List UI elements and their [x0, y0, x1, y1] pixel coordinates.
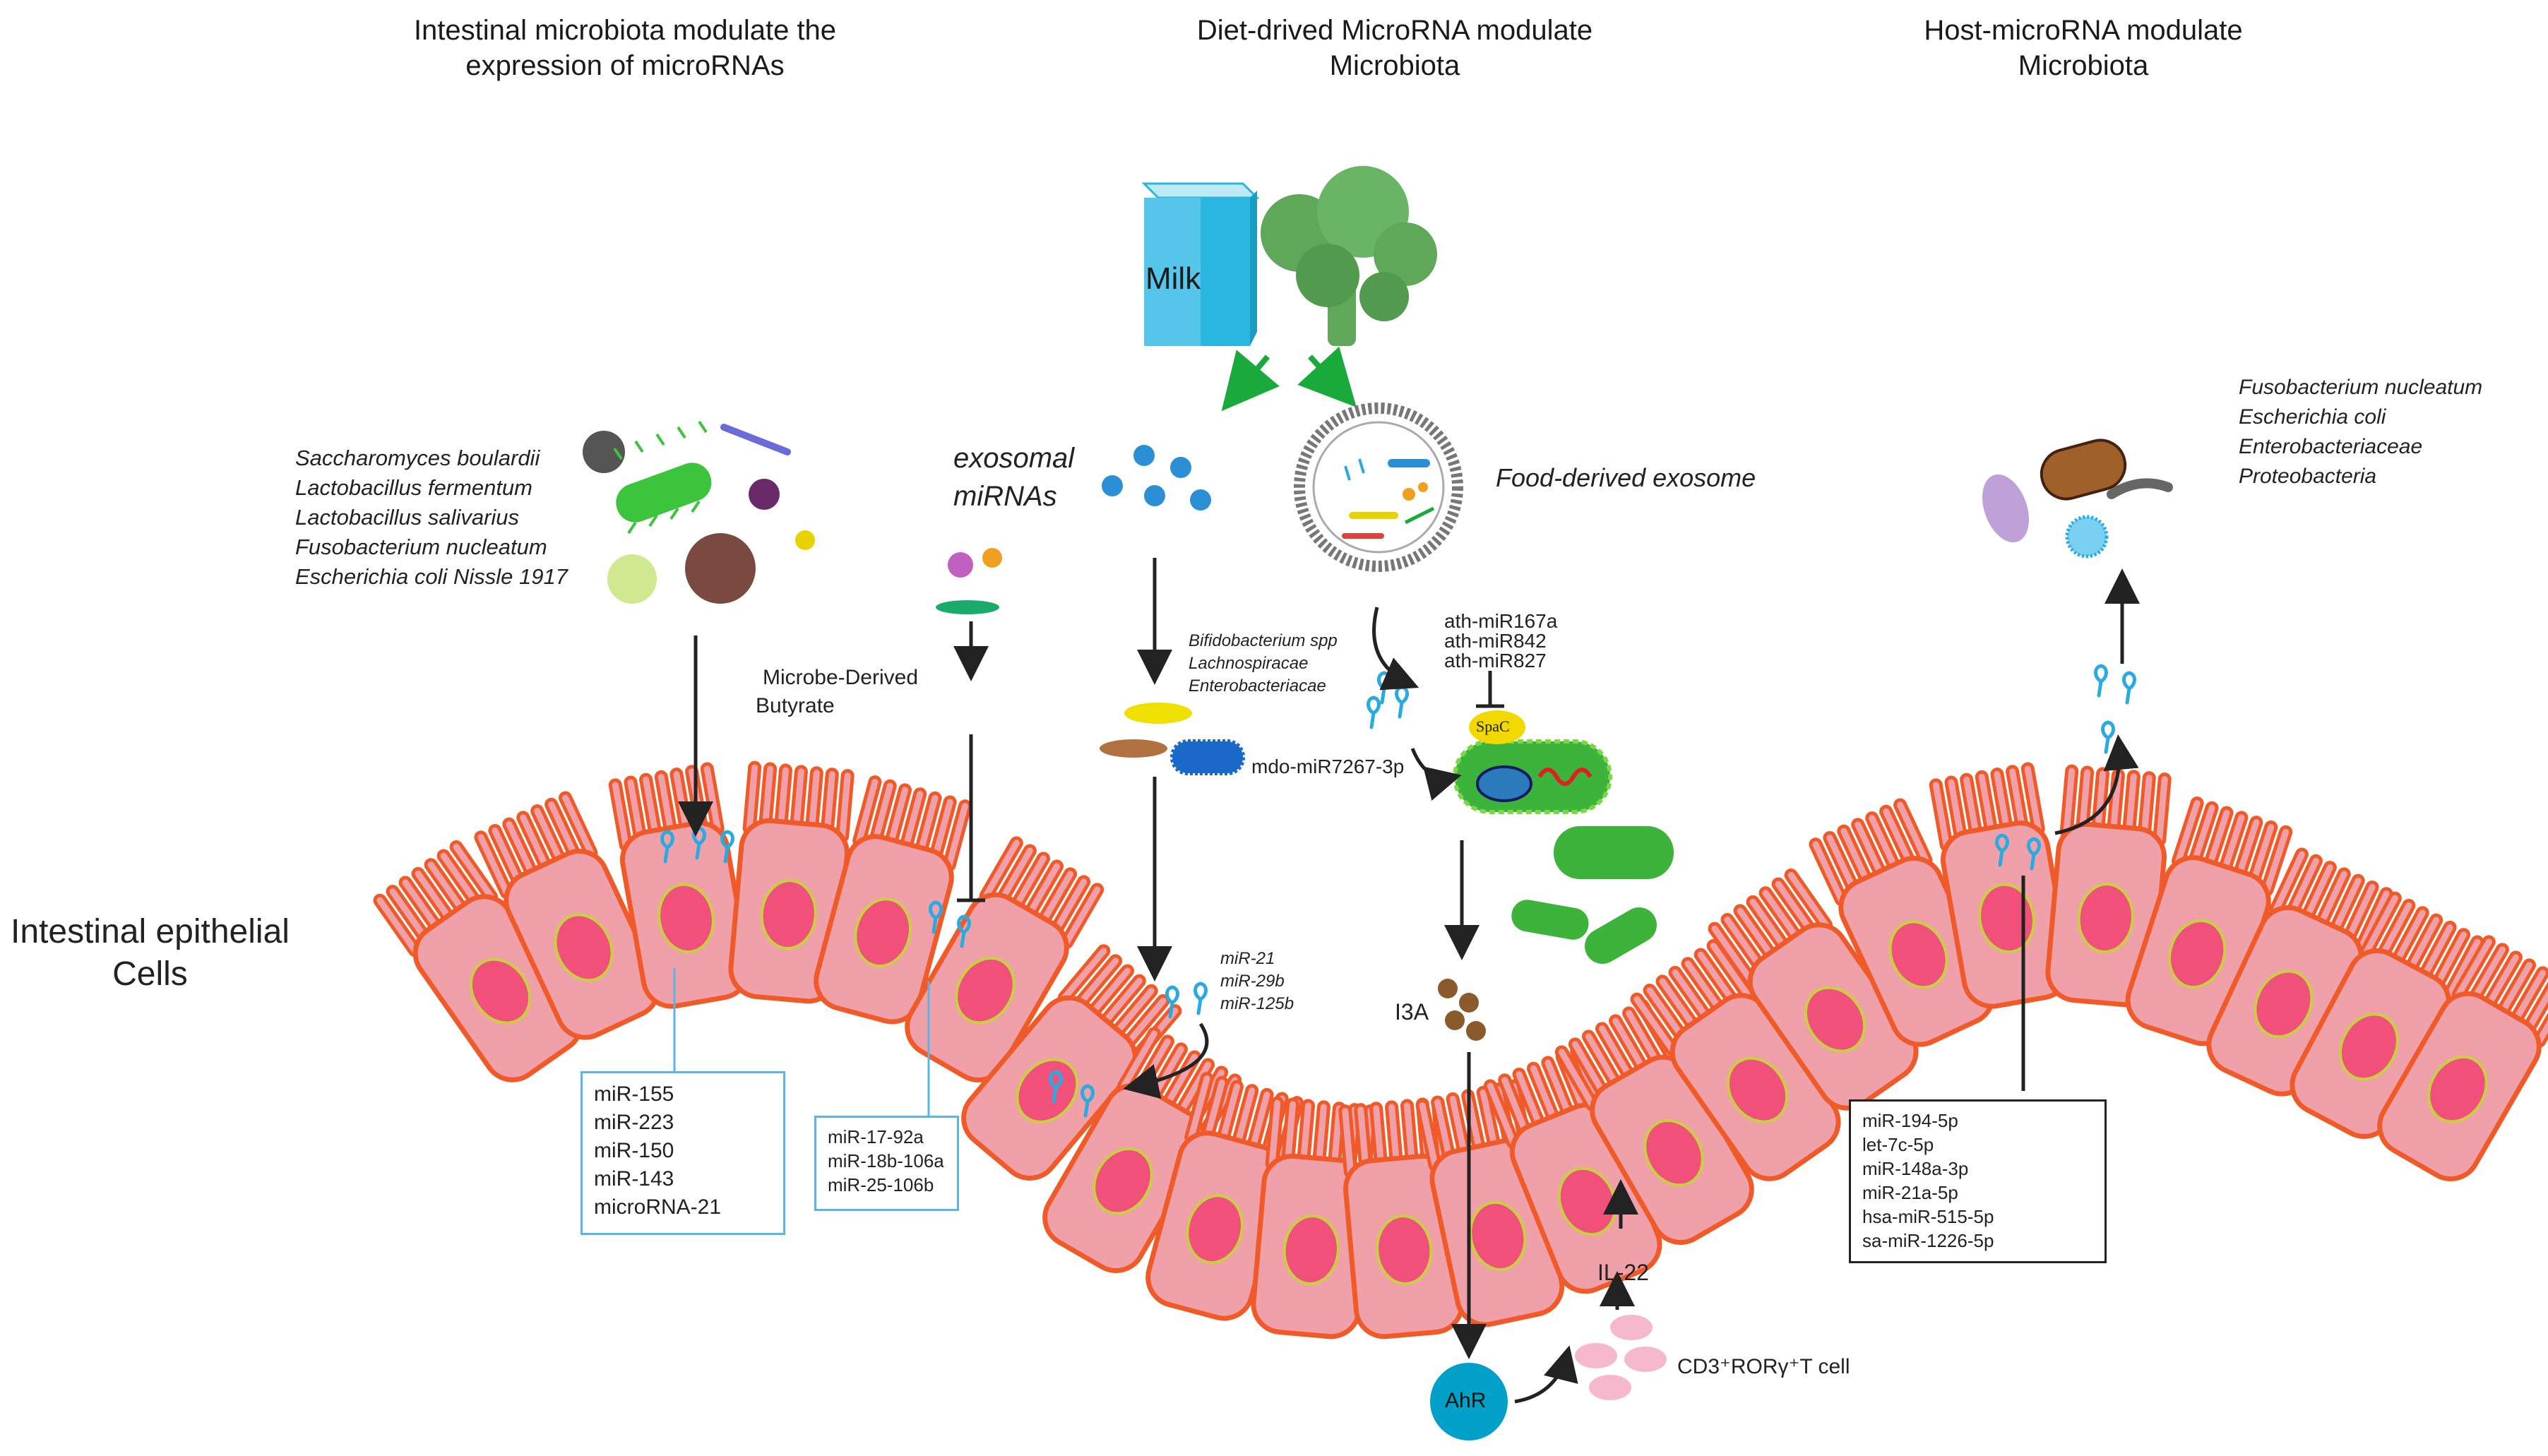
- mirna-item: miR-143: [594, 1167, 674, 1191]
- epithelial-cell: [474, 791, 661, 1040]
- header-center-line1: Diet-drived MicroRNA modulate: [1196, 15, 1593, 46]
- microbe-item: Escherichia coli Nissle 1917: [295, 564, 568, 589]
- epithelial-cell: [2290, 891, 2484, 1139]
- microbe-item: Proteobacteria: [2239, 465, 2377, 488]
- bacteria-item: Lachnospiracae: [1189, 654, 1309, 673]
- mdo-mirna-label: mdo-miR7267-3p: [1251, 756, 1405, 777]
- center-mirna-list: miR-21 miR-29b miR-125b: [1220, 948, 1294, 1015]
- microbe-item: Enterobacteriaceae: [2239, 435, 2423, 458]
- epithelial-cell: [1708, 868, 1919, 1111]
- mir-item: miR-125b: [1220, 994, 1294, 1013]
- epithelial-cell-layer: [373, 760, 2548, 1339]
- header-right-line2: Microbiota: [2018, 50, 2149, 81]
- milk-label: Milk: [1145, 261, 1201, 296]
- header-left: Intestinal microbiota modulate the expre…: [339, 13, 911, 83]
- food-exosome-icon: [1294, 402, 1463, 572]
- exosomal-label-line2: miRNAs: [953, 481, 1057, 512]
- exosomal-label-line1: exosomal: [953, 443, 1075, 474]
- mirna-item: miR-17-92a: [828, 1126, 924, 1147]
- microbe-item: Fusobacterium nucleatum: [295, 535, 547, 559]
- epithelial-cell: [1809, 798, 1996, 1047]
- green-arrow-left: [1221, 350, 1280, 412]
- bacteria-item: Bifidobacterium spp: [1189, 631, 1338, 650]
- left-microbe-list: Saccharomyces boulardii Lactobacillus fe…: [295, 443, 568, 592]
- epithelial-cell: [2377, 935, 2548, 1181]
- microbe-item: Escherichia coli: [2239, 405, 2386, 429]
- mirna-item: sa-miR-1226-5p: [1862, 1230, 1994, 1251]
- mirna-item: miR-223: [594, 1111, 674, 1134]
- bacteria-item: Enterobacteriacae: [1189, 676, 1326, 696]
- header-right-line1: Host-microRNA modulate: [1924, 15, 2243, 46]
- t-cell-cluster: [1575, 1315, 1667, 1400]
- ahr-receptor-icon: [1430, 1363, 1508, 1440]
- header-left-line2: expression of microRNAs: [465, 50, 785, 81]
- mir-item: miR-29b: [1220, 972, 1285, 991]
- mirna-item: hsa-miR-515-5p: [1862, 1206, 1994, 1227]
- ath-mirna-item: ath-miR842: [1444, 630, 1547, 652]
- right-microbes-icon: [1982, 438, 2173, 559]
- microbe-item: Fusobacterium nucleatum: [2239, 376, 2483, 399]
- ahr-label: AhR: [1445, 1389, 1487, 1412]
- epithelial-label-line2: Cells: [112, 955, 188, 993]
- epithelial-cell: [608, 762, 751, 1009]
- il22-label: IL-22: [1597, 1260, 1649, 1285]
- mirna-box-left-2: miR-17-92a miR-18b-106a miR-25-106b: [814, 1116, 959, 1211]
- epithelial-cell: [905, 836, 1105, 1082]
- mirna-box-right: miR-194-5p let-7c-5p miR-148a-3p miR-21a…: [1849, 1099, 2107, 1263]
- microbe-item: Lactobacillus salivarius: [295, 505, 520, 530]
- butyrate-label-line1: Microbe-Derived: [762, 666, 919, 689]
- mirna-item: miR-25-106b: [828, 1174, 934, 1195]
- broccoli-icon: [1261, 166, 1437, 346]
- epithelial-label-line1: Intestinal epithelial: [11, 913, 290, 950]
- microbe-item: Lactobacillus fermentum: [295, 475, 532, 500]
- connector-lines-blue: [673, 967, 930, 1116]
- epithelial-cell: [1630, 938, 1841, 1181]
- pathway-arrows: [678, 558, 2140, 1404]
- mirna-item: let-7c-5p: [1862, 1134, 1934, 1155]
- ath-mirna-list: ath-miR167a ath-miR842 ath-miR827: [1444, 611, 1557, 671]
- food-exosome-label: Food-derived exosome: [1496, 463, 1756, 492]
- milk-carton-icon: [1141, 182, 1260, 346]
- mirna-item: miR-148a-3p: [1862, 1158, 1969, 1179]
- center-bacteria-icon: [1100, 703, 1245, 775]
- mir-item: miR-21: [1220, 949, 1275, 968]
- butyrate-label: Microbe-Derived Butyrate: [756, 664, 925, 720]
- ath-mirna-item: ath-miR167a: [1444, 610, 1558, 632]
- epithelial-cell: [814, 775, 972, 1025]
- header-center-line2: Microbiota: [1329, 50, 1460, 81]
- epithelial-cells-label: Intestinal epithelial Cells: [11, 911, 290, 996]
- i3a-label: I3A: [1395, 999, 1429, 1025]
- header-left-line1: Intestinal microbiota modulate the: [413, 15, 837, 46]
- green-arrow-right: [1297, 346, 1357, 407]
- epithelial-cell: [373, 840, 584, 1082]
- mirna-box-left-1: miR-155 miR-223 miR-150 miR-143 microRNA…: [581, 1071, 785, 1235]
- mirna-item: miR-150: [594, 1139, 674, 1162]
- epithelial-cell: [1929, 762, 2072, 1009]
- spac-label: SpaC: [1476, 717, 1510, 735]
- exosomal-mirnas-label: exosomal miRNAs: [953, 439, 1074, 515]
- ath-mirna-item: ath-miR827: [1444, 650, 1547, 672]
- mirna-item: miR-18b-106a: [828, 1150, 944, 1171]
- left-microbes-icon: [583, 420, 1002, 614]
- spac-bacterium-icon: [1453, 710, 1674, 964]
- right-microbe-list: Fusobacterium nucleatum Escherichia coli…: [2239, 373, 2482, 491]
- mirna-item: miR-155: [594, 1082, 674, 1106]
- mirna-item: miR-194-5p: [1862, 1110, 1958, 1131]
- t-cell-label: CD3⁺RORγ⁺T cell: [1677, 1355, 1850, 1378]
- mirna-item: miR-21a-5p: [1862, 1182, 1958, 1203]
- butyrate-label-line2: Butyrate: [756, 694, 835, 717]
- mirna-item: microRNA-21: [594, 1195, 722, 1219]
- i3a-molecules: [1438, 979, 1486, 1041]
- header-center: Diet-drived MicroRNA modulate Microbiota: [1102, 13, 1688, 83]
- center-bacteria-list: Bifidobacterium spp Lachnospiracae Enter…: [1189, 630, 1338, 698]
- header-right: Host-microRNA modulate Microbiota: [1864, 13, 2302, 83]
- exosomal-mirna-dots: [1102, 445, 1211, 511]
- microbe-item: Saccharomyces boulardii: [295, 446, 540, 470]
